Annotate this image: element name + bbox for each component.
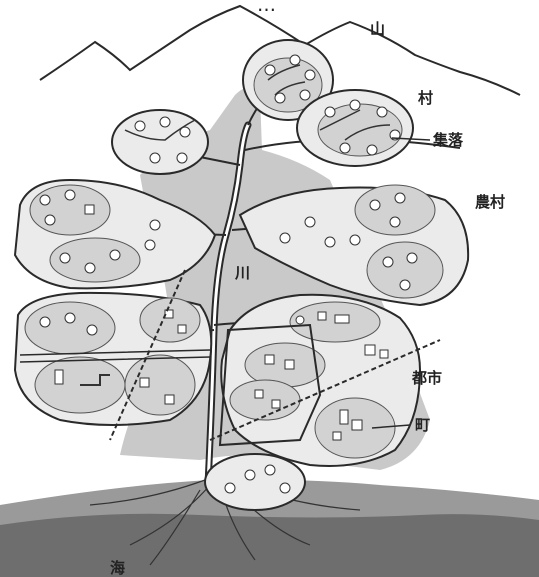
label-mountain: 山 (370, 20, 385, 38)
label-village: 村 (418, 89, 433, 107)
bottom-village-blob (205, 454, 305, 510)
right-city-blob (220, 295, 420, 466)
upper-right-settlement-blob (297, 90, 413, 166)
label-rural-village: 農村 (475, 193, 505, 211)
label-town: 町 (415, 416, 430, 434)
sea-ground-dark (0, 514, 539, 577)
label-sea: 海 (110, 559, 125, 577)
upper-left-village-blob (112, 110, 208, 174)
label-settlement: 集落 (432, 131, 464, 149)
label-river: 川 (234, 264, 250, 282)
label-city: 都市 (411, 369, 442, 387)
